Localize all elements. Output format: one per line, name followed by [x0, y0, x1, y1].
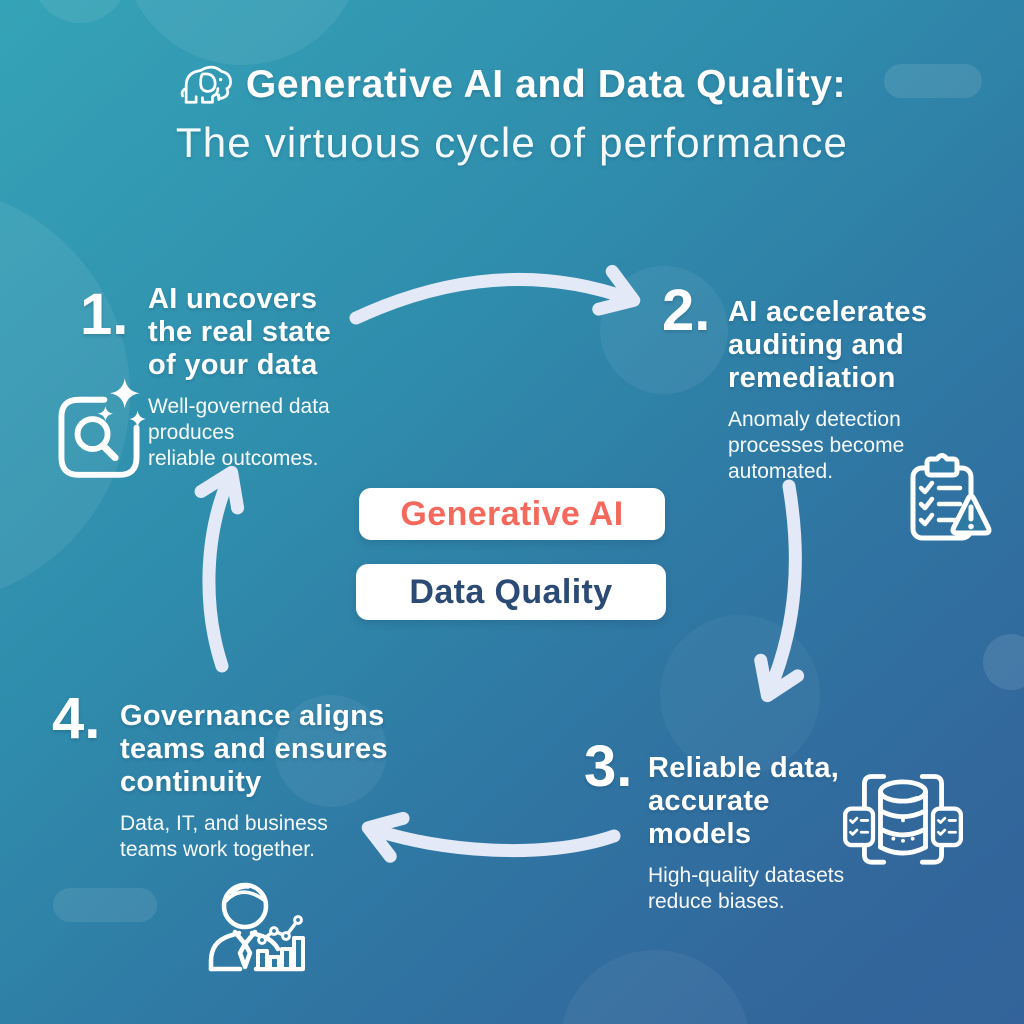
step-2-title: AI accelerates auditing and remediation: [728, 296, 928, 394]
deco-pill-top-right: [884, 64, 982, 98]
generative-ai-badge: Generative AI: [359, 488, 665, 540]
deco-circle-mid-right: [660, 615, 820, 775]
person-chart-icon: [208, 882, 305, 972]
title-line-1: Generative AI and Data Quality:: [0, 60, 1024, 110]
data-quality-badge: Data Quality: [356, 564, 666, 620]
title-subtitle: The virtuous cycle of performance: [175, 119, 849, 166]
step-1-description: Well-governed data produces reliable out…: [148, 395, 330, 471]
step-4-block: Governance aligns teams and ensures cont…: [120, 700, 430, 863]
deco-circle-top: [122, 0, 362, 65]
deco-circle-step4: [275, 695, 387, 807]
page-title: Generative AI and Data Quality: The virt…: [0, 60, 1024, 167]
step-4-number: 4.: [52, 686, 101, 751]
step-3-number: 3.: [584, 734, 633, 799]
elephant-icon: [180, 65, 232, 104]
deco-circle-right-edge: [983, 634, 1024, 690]
generative-ai-label: Generative AI: [400, 494, 624, 533]
step-1-number: 1.: [80, 282, 129, 347]
magnifier-sparkles-icon: [58, 378, 147, 478]
step-2-description: Anomaly detection processes become autom…: [728, 408, 905, 484]
clipboard-warning-icon: [910, 453, 992, 541]
data-quality-label: Data Quality: [409, 572, 613, 611]
step-4-description: Data, IT, and business teams work togeth…: [120, 812, 328, 862]
title-text-bold: Generative AI and Data Quality:: [245, 63, 847, 106]
arrow-step4-to-step1: [194, 465, 245, 673]
step-3-block: Reliable data, accurate models High-qual…: [648, 752, 888, 915]
step-3-description: High-quality datasets reduce biases.: [648, 864, 845, 914]
deco-circle-top-small: [32, 0, 128, 23]
deco-pill-bottom-left: [53, 888, 157, 922]
step-2-block: AI accelerates auditing and remediation …: [728, 296, 958, 485]
step-4-title: Governance aligns teams and ensures cont…: [120, 700, 388, 798]
step-1-title: AI uncovers the real state of your data: [148, 283, 332, 381]
step-1-block: AI uncovers the real state of your data …: [148, 283, 398, 472]
deco-circle-bottom: [560, 950, 750, 1024]
step-2-number: 2.: [662, 278, 711, 343]
database-brackets-icon: [843, 774, 963, 865]
step-3-title: Reliable data, accurate models: [648, 752, 840, 850]
